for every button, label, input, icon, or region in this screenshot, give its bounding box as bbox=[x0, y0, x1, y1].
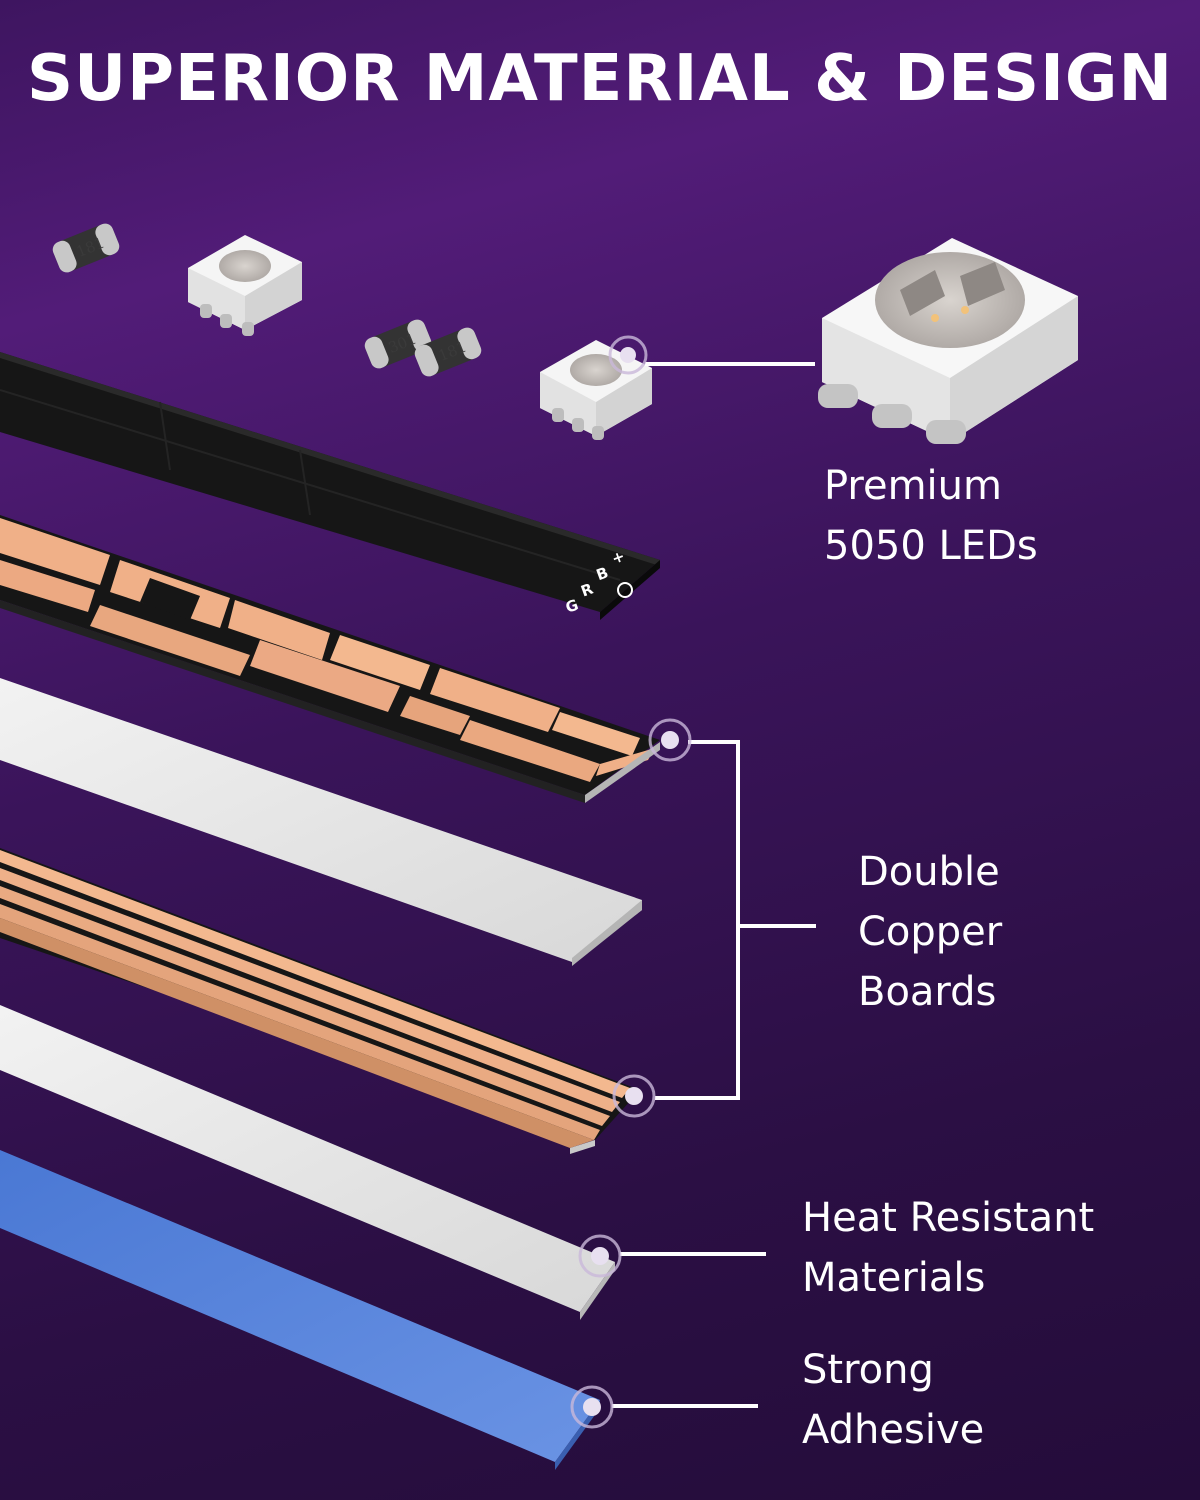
smd-resistor-icon: 181 bbox=[414, 327, 482, 377]
label-premium-leds: Premium 5050 LEDs bbox=[824, 456, 1038, 576]
ring-dot-icon bbox=[648, 718, 692, 762]
label-line: Double bbox=[858, 849, 1000, 895]
ring-dot-icon bbox=[570, 1385, 614, 1429]
ring-dot-icon bbox=[612, 1074, 656, 1118]
label-line: Heat Resistant bbox=[802, 1195, 1095, 1241]
smd-5050-led-icon bbox=[540, 340, 652, 440]
insulation-layer bbox=[0, 678, 642, 966]
ring-dot-icon bbox=[578, 1234, 622, 1278]
label-double-copper: Double Copper Boards bbox=[858, 842, 1002, 1022]
label-line: Strong bbox=[802, 1347, 934, 1393]
label-line: 5050 LEDs bbox=[824, 523, 1038, 569]
black-pcb-layer: G R B + bbox=[0, 352, 660, 620]
ring-dot-icon bbox=[608, 335, 648, 375]
smd-5050-led-icon bbox=[818, 238, 1078, 444]
label-line: Boards bbox=[858, 969, 997, 1015]
copper-board-upper bbox=[0, 515, 660, 803]
callout-heat bbox=[578, 1234, 766, 1278]
callout-copper bbox=[612, 718, 816, 1118]
pcb-pin-g: G bbox=[563, 596, 581, 617]
smd-5050-led-icon bbox=[188, 235, 302, 336]
page-title: SUPERIOR MATERIAL & DESIGN bbox=[27, 42, 1173, 116]
pcb-pin-plus: + bbox=[609, 547, 627, 568]
copper-board-lower bbox=[0, 848, 640, 1154]
callout-led bbox=[608, 335, 815, 375]
label-line: Adhesive bbox=[802, 1407, 985, 1453]
label-heat-resistant: Heat Resistant Materials bbox=[802, 1188, 1094, 1308]
label-strong-adhesive: Strong Adhesive bbox=[802, 1340, 984, 1460]
smd-resistor-icon: 301 bbox=[364, 319, 432, 369]
label-line: Premium bbox=[824, 463, 1002, 509]
label-line: Materials bbox=[802, 1255, 986, 1301]
adhesive-layer bbox=[0, 1150, 600, 1470]
label-line: Copper bbox=[858, 909, 1003, 955]
smd-resistor-icon: 181 bbox=[52, 223, 120, 273]
callout-adhesive bbox=[570, 1385, 758, 1429]
